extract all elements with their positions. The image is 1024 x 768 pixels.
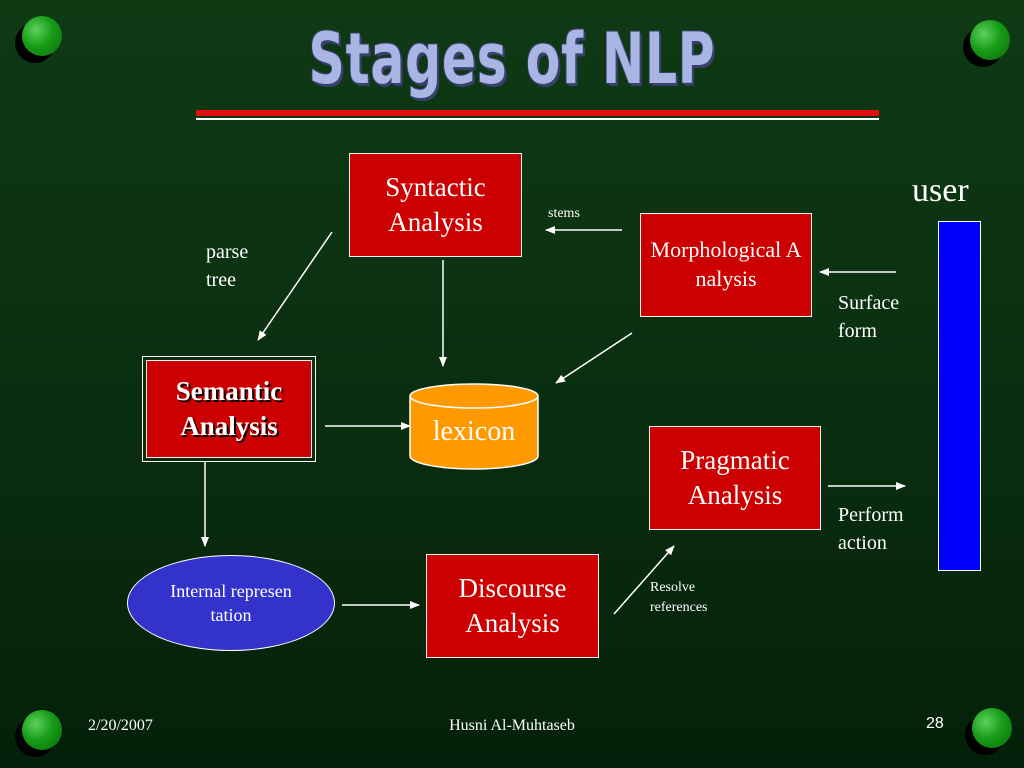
discourse-analysis-label: Discourse Analysis xyxy=(458,572,567,638)
footer-date: 2/20/2007 xyxy=(88,717,153,734)
arrow-morph-to-lexicon xyxy=(555,332,633,384)
internal-representation-ellipse: Internal representation xyxy=(127,555,335,651)
user-bar xyxy=(938,221,981,571)
resolve-references-label: Resolve references xyxy=(650,580,708,616)
page-number: 28 xyxy=(926,715,944,732)
footer-author: Husni Al-Muhtaseb xyxy=(449,717,575,734)
corner-ball-bottom-left xyxy=(22,710,62,750)
pragmatic-analysis-box: Pragmatic Analysis xyxy=(649,426,821,530)
morphological-analysis-label: Morphological Analysis xyxy=(650,237,802,291)
arrow-syntactic-to-semantic xyxy=(257,231,333,341)
corner-ball-top-left xyxy=(22,16,62,56)
stems-label: stems xyxy=(548,206,580,221)
semantic-analysis-box: Semantic Analysis xyxy=(146,360,312,458)
title-underline-red xyxy=(196,110,879,116)
corner-ball-bottom-right xyxy=(972,708,1012,748)
page-title: Stages of NLP xyxy=(308,18,716,100)
parse-tree-label: parse tree xyxy=(206,241,249,291)
perform-action-label: Perform action xyxy=(838,504,904,554)
syntactic-analysis-label: Syntactic Analysis xyxy=(385,171,486,237)
lexicon-cylinder xyxy=(409,383,539,470)
semantic-analysis-frame: Semantic Analysis xyxy=(142,356,316,462)
user-label: user xyxy=(912,172,969,209)
title-underline-white xyxy=(196,118,879,120)
morphological-analysis-box: Morphological Analysis xyxy=(640,213,812,317)
internal-representation-label: Internal representation xyxy=(170,580,292,625)
surface-form-label: Surface form xyxy=(838,292,900,342)
pragmatic-analysis-label: Pragmatic Analysis xyxy=(680,444,790,510)
syntactic-analysis-box: Syntactic Analysis xyxy=(349,153,522,257)
lexicon-label: lexicon xyxy=(432,416,516,447)
semantic-analysis-label: Semantic Analysis xyxy=(175,375,283,441)
discourse-analysis-box: Discourse Analysis xyxy=(426,554,599,658)
corner-ball-top-right xyxy=(970,20,1010,60)
arrow-discourse-to-pragmatic xyxy=(613,545,675,615)
